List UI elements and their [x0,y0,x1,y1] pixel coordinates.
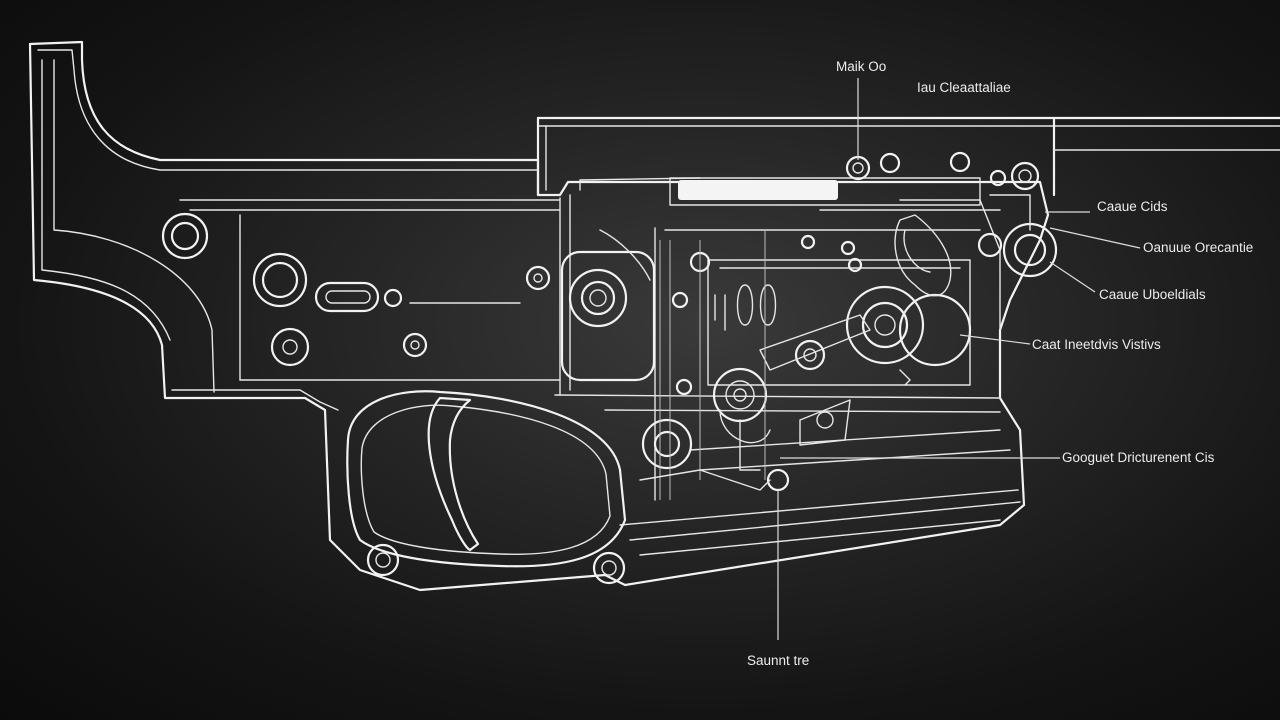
label-right-4: Caat Ineetdvis Vistivs [1032,337,1161,352]
label-right-2: Oanuue Orecantie [1143,240,1253,255]
label-bottom: Saunnt tre [747,653,809,668]
callout-labels: Maik Oo Iau Cleaattaliae Caaue Cids Oanu… [747,59,1253,668]
label-top-a: Maik Oo [836,59,886,74]
label-right-5: Googuet Dricturenent Cis [1062,450,1215,465]
top-slot [669,177,981,206]
trigger-guard [346,390,627,568]
label-right-1: Caaue Cids [1097,199,1168,214]
fire-control-group [599,214,972,500]
label-right-3: Caaue Uboeldials [1099,287,1206,302]
upper-rail [536,116,1280,197]
label-top-b: Iau Cleaattaliae [917,80,1011,95]
leader-lines [777,78,1141,640]
pins [161,151,1058,585]
